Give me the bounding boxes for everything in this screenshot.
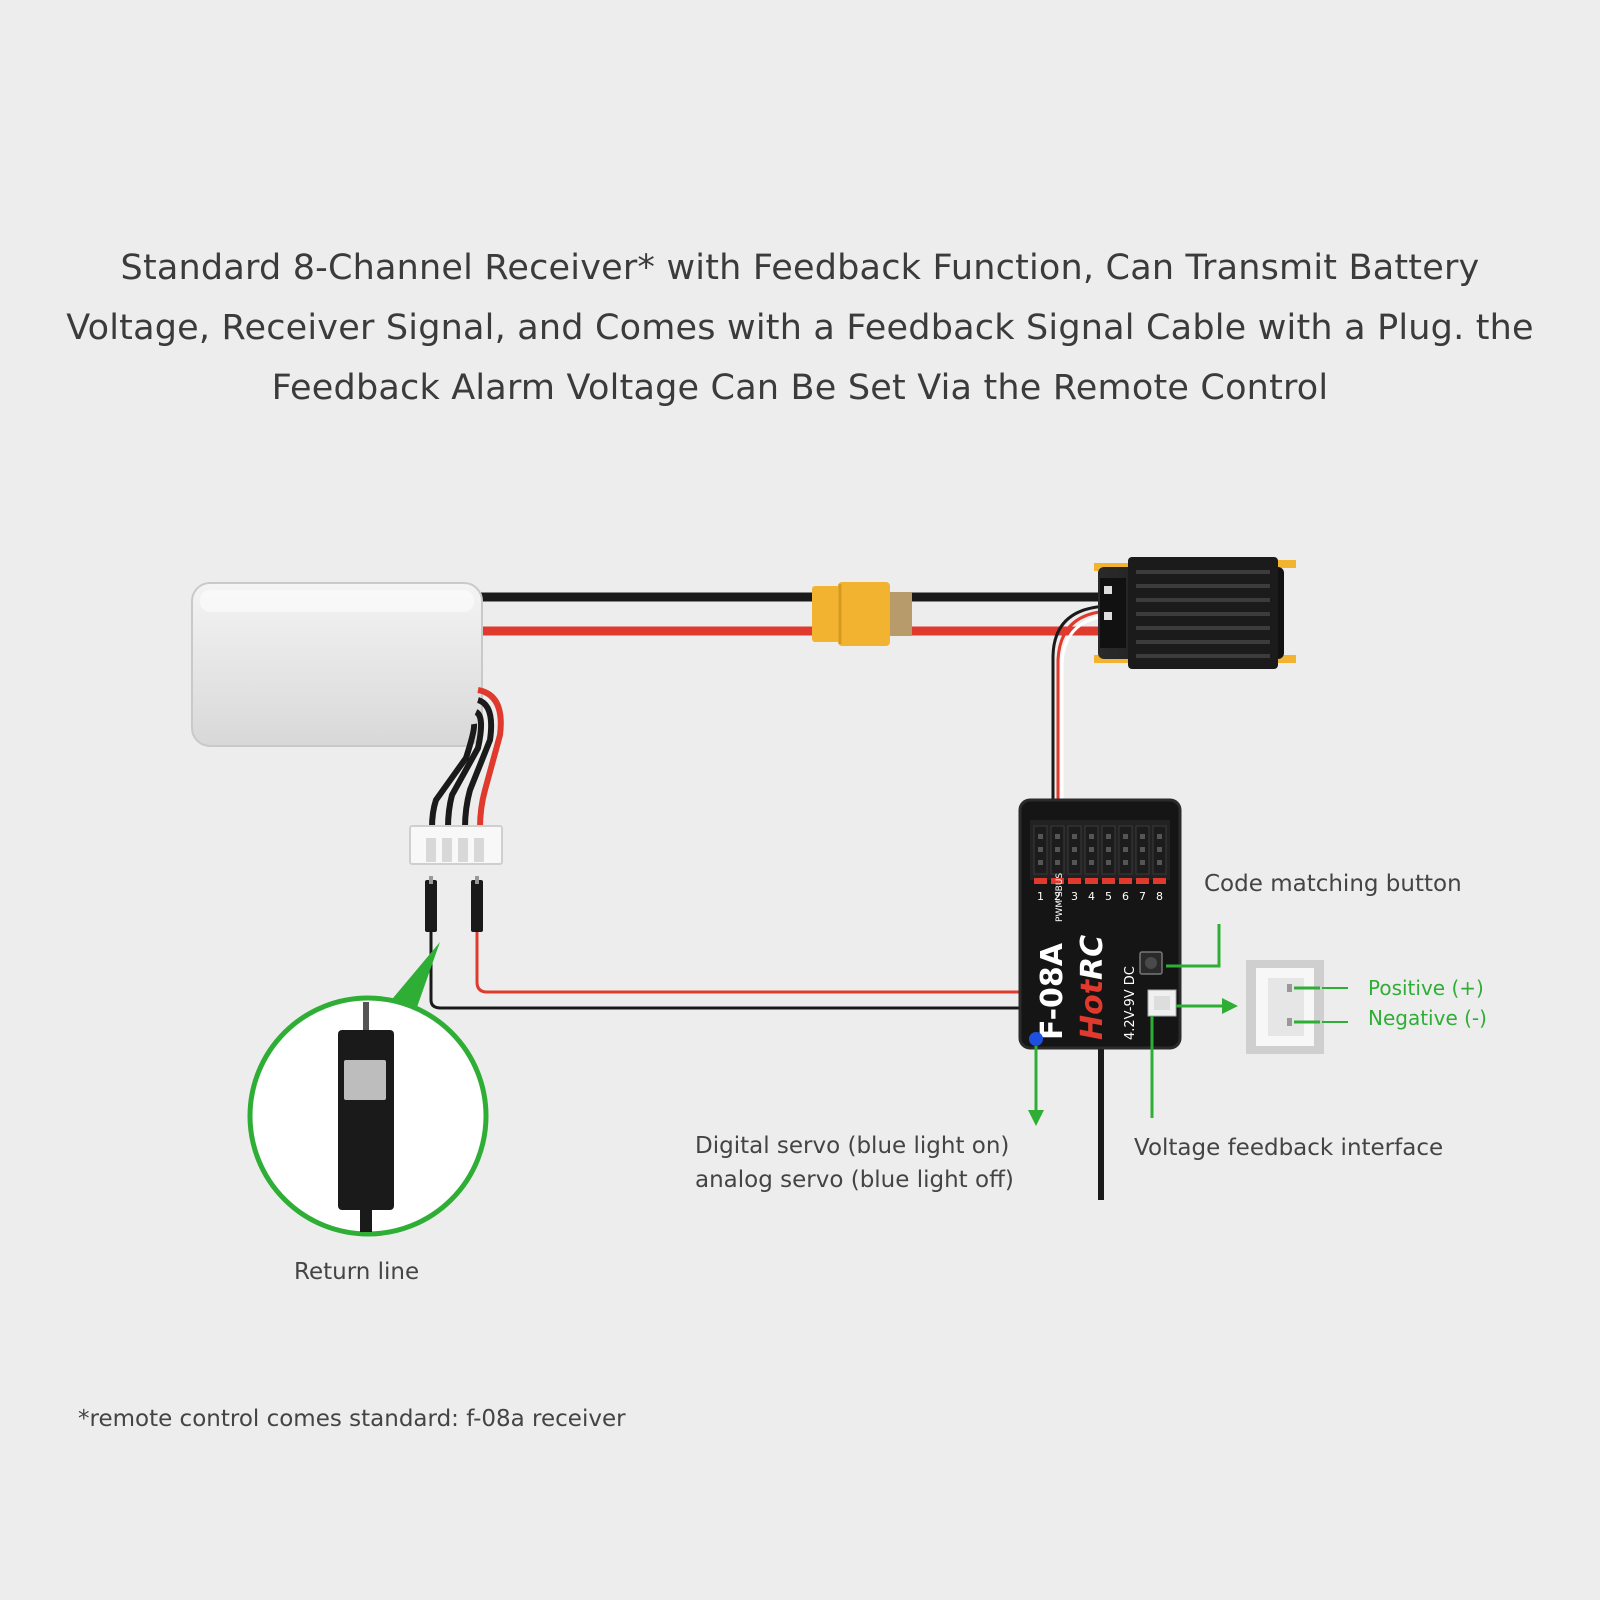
- receiver-feedback-port: [1147, 989, 1177, 1017]
- return-line-magnifier: [247, 942, 489, 1237]
- code-matching-label: Code matching button: [1204, 871, 1462, 897]
- channel-label-1: 1: [1037, 890, 1044, 903]
- channel-label-4: 4: [1088, 890, 1095, 903]
- channel-label-5: 5: [1105, 890, 1112, 903]
- blue-indicator-light: [1029, 1032, 1043, 1046]
- negative-label: Negative (-): [1368, 1006, 1487, 1030]
- channel-label-8: 8: [1156, 890, 1163, 903]
- channel-pin-8: [1152, 825, 1167, 884]
- code-matching-button: [1139, 951, 1163, 975]
- channel-pin-5: [1101, 825, 1116, 884]
- receiver-spec: 4.2V-9V DC: [1123, 966, 1138, 1040]
- xt60-connector: [812, 582, 912, 646]
- channel-pin-1: [1033, 825, 1048, 884]
- receiver-markings: F-08A PWM SBUS Hot RC 4.2V-9V DC: [1035, 873, 1138, 1040]
- jst-port-detail: [1246, 960, 1348, 1054]
- feedback-pins: [425, 876, 483, 932]
- channel-label-2: 2: [1054, 890, 1061, 903]
- esc-module: [1094, 557, 1296, 669]
- receiver-model: F-08A: [1035, 942, 1070, 1040]
- lipo-battery: [191, 582, 483, 747]
- return-line-label: Return line: [294, 1259, 420, 1285]
- servo-light-arrow: [1028, 1046, 1044, 1126]
- balance-lead: [429, 687, 504, 829]
- channel-pin-6: [1118, 825, 1133, 884]
- main-power-wires: [470, 592, 1100, 636]
- channel-pin-4: [1084, 825, 1099, 884]
- code-matching-callout: [1166, 924, 1221, 968]
- positive-label: Positive (+): [1368, 976, 1484, 1000]
- feedback-wires: [429, 932, 1158, 1010]
- channel-pin-7: [1135, 825, 1150, 884]
- feedback-arrow: [1176, 998, 1238, 1014]
- channel-label-6: 6: [1122, 890, 1129, 903]
- diagram-title: Standard 8-Channel Receiver* with Feedba…: [66, 248, 1534, 408]
- voltage-feedback-label: Voltage feedback interface: [1134, 1135, 1444, 1161]
- servo-label-line2: analog servo (blue light off): [695, 1167, 1014, 1193]
- channel-label-7: 7: [1139, 890, 1146, 903]
- channel-pin-3: [1067, 825, 1082, 884]
- receiver-mode: PWM SBUS: [1055, 873, 1065, 922]
- balance-plug: [409, 825, 503, 865]
- footnote: *remote control comes standard: f-08a re…: [78, 1406, 626, 1432]
- servo-label-line1: Digital servo (blue light on): [695, 1133, 1010, 1159]
- receiver-channel-pins: [1033, 825, 1167, 884]
- receiver-brand-rc: RC: [1075, 935, 1110, 980]
- receiver-brand-hot: Hot: [1075, 978, 1110, 1040]
- channel-label-3: 3: [1071, 890, 1078, 903]
- channel-pin-2: [1050, 825, 1065, 884]
